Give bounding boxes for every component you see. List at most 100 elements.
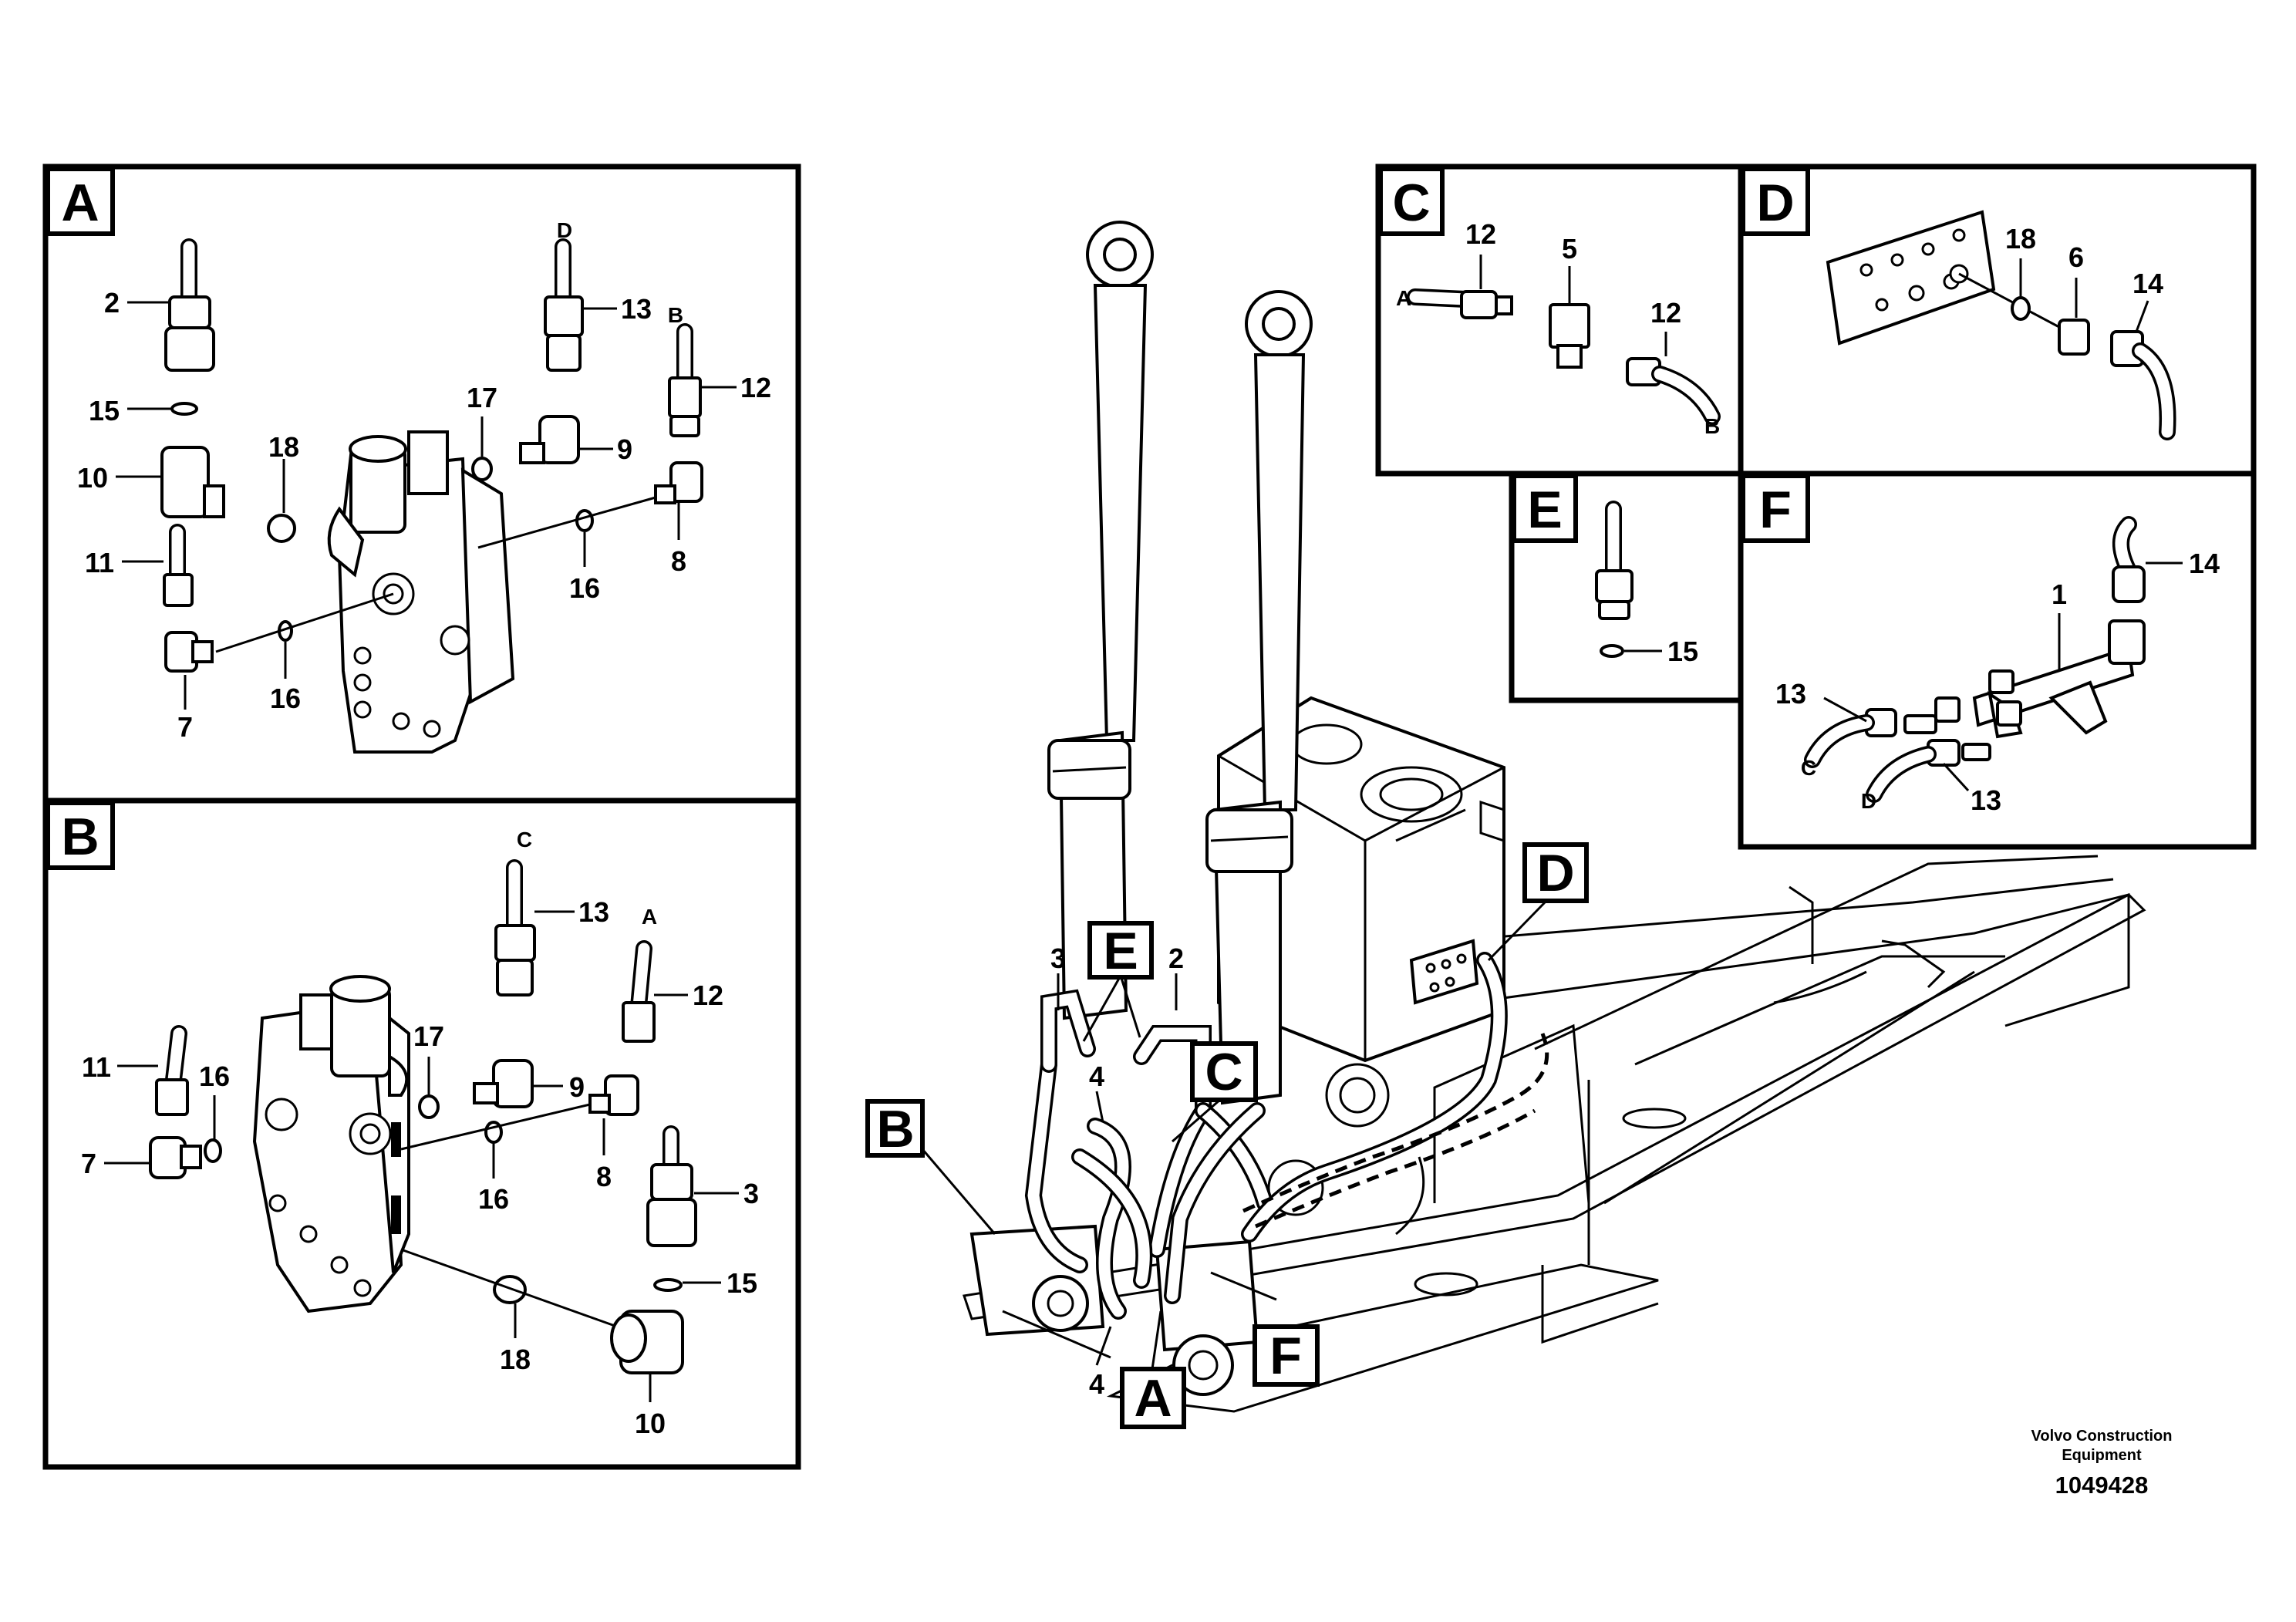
manufacturer-line-1: Volvo Construction [2031, 1428, 2173, 1445]
callout-8-a: 8 [671, 545, 686, 577]
o-ring-17-a [471, 457, 493, 481]
callout-7-a: 7 [177, 711, 193, 743]
callout-15-a: 15 [89, 395, 120, 427]
panel-f-frame [1738, 470, 2257, 850]
o-ring-15-b [653, 1278, 683, 1292]
elbow-8-a [654, 461, 703, 504]
hose-end-a-b: A [642, 905, 657, 929]
panel-f-tag: F [1759, 481, 1792, 539]
elbow-10-b [610, 1310, 684, 1374]
callout-13-b: 13 [578, 896, 609, 928]
callout-14-d: 14 [2132, 268, 2163, 299]
panel-d-tag-box [1741, 167, 1810, 236]
main-tag-e: E [1103, 922, 1138, 980]
callout-6-d: 6 [2068, 241, 2084, 273]
hose-e [1595, 501, 1633, 620]
main-callout-4-upper: 4 [1089, 1061, 1104, 1092]
hose-12-b [622, 940, 656, 1043]
callout-14-f: 14 [2189, 548, 2220, 579]
footer: Volvo Construction Equipment 1049428 [2031, 1428, 2173, 1499]
callout-17-b: 17 [413, 1020, 444, 1052]
hose-11-b [155, 1025, 189, 1116]
callout-13-a: 13 [621, 293, 652, 325]
hose-end-b-a: B [668, 303, 683, 327]
hose-end-c-f: C [1801, 756, 1816, 780]
elbow-8-b [588, 1074, 639, 1116]
callout-16-b-right: 16 [478, 1183, 509, 1215]
detail-panel-d: D 18 6 14 [1738, 164, 2257, 477]
main-tag-b: B [876, 1100, 914, 1158]
elbow-9-b [473, 1059, 534, 1108]
o-ring-18-a [267, 514, 296, 543]
hydraulic-cylinder-right [1205, 290, 1313, 1105]
callout-12-b: 12 [693, 980, 723, 1011]
main-tag-a-box [1120, 1367, 1186, 1429]
panel-f-tag-box [1741, 474, 1810, 543]
hose-13-a [544, 238, 584, 372]
callout-3-b: 3 [743, 1178, 759, 1209]
o-ring-17-b [418, 1094, 440, 1119]
detail-panel-a: A [42, 164, 801, 804]
hose-end-d-a: D [557, 218, 572, 242]
panel-c-tag: C [1392, 174, 1430, 232]
callout-18-d: 18 [2005, 223, 2036, 255]
o-ring-15-a [170, 402, 198, 416]
hose-2-a [164, 238, 215, 372]
bulkhead-plate-main [1409, 939, 1479, 1005]
callout-15-b: 15 [727, 1267, 757, 1299]
callout-11-b: 11 [82, 1051, 111, 1083]
callout-7-b: 7 [81, 1148, 96, 1179]
main-callout-4-lower: 4 [1089, 1368, 1104, 1400]
panel-d-tag: D [1756, 174, 1794, 232]
callout-12-c-right: 12 [1650, 297, 1681, 329]
callout-5-c: 5 [1562, 233, 1577, 265]
o-ring-16-a-upper [575, 509, 594, 532]
detail-panel-c: C 12 5 12 A B [1375, 164, 1744, 477]
main-tag-e-box [1087, 921, 1154, 980]
main-callout-2: 2 [1168, 943, 1184, 974]
hose-13-b [494, 859, 536, 996]
callout-16-a-lower: 16 [270, 683, 301, 714]
control-valve-b [252, 975, 410, 1313]
detail-panel-f: F 14 1 13 13 C D [1738, 470, 2257, 850]
o-ring-15-e [1600, 644, 1624, 658]
callout-1-f: 1 [2052, 578, 2067, 610]
manufacturer-line-2: Equipment [2062, 1447, 2142, 1464]
callout-15-e: 15 [1667, 636, 1698, 667]
callout-9-a: 9 [617, 433, 632, 465]
callout-12-a: 12 [740, 372, 771, 403]
callout-17-a: 17 [467, 382, 497, 413]
panel-a-tag-box [46, 167, 115, 236]
panel-e-tag-box [1512, 474, 1578, 543]
hose-end-d-f: D [1861, 789, 1876, 813]
callout-11-a: 11 [85, 547, 114, 578]
main-assembly-view: B E C D F A 3 2 4 4 [865, 221, 2146, 1429]
detail-panel-b: B [42, 798, 801, 1470]
hose-11-a [163, 524, 194, 607]
callout-16-a-upper: 16 [569, 572, 600, 604]
elbow-9-a [519, 415, 580, 464]
hose-12-a [668, 323, 702, 437]
callout-13-f-upper: 13 [1775, 678, 1806, 710]
o-ring-16-b-left [204, 1138, 222, 1163]
o-ring-18-b [493, 1275, 527, 1304]
connector-6-d [2058, 319, 2090, 356]
elbow-10-a [160, 446, 225, 518]
main-callout-3: 3 [1050, 943, 1066, 974]
panel-b-tag: B [61, 808, 99, 866]
elbow-7-b [149, 1136, 202, 1179]
callout-2-a: 2 [104, 287, 120, 319]
callout-18-a: 18 [268, 431, 299, 463]
panel-b-tag-box [46, 801, 115, 870]
hose-3-b [646, 1125, 697, 1247]
elbow-7-a [164, 631, 214, 673]
callout-10-a: 10 [77, 462, 108, 494]
hose-end-c-b: C [517, 828, 532, 851]
callout-8-b: 8 [596, 1161, 612, 1192]
callout-9-b: 9 [569, 1071, 585, 1103]
callout-16-b-left: 16 [199, 1061, 230, 1092]
hydraulic-cylinder-left [1047, 221, 1154, 1020]
main-tag-f-box [1253, 1324, 1320, 1387]
hose-end-a-c: A [1396, 286, 1411, 310]
